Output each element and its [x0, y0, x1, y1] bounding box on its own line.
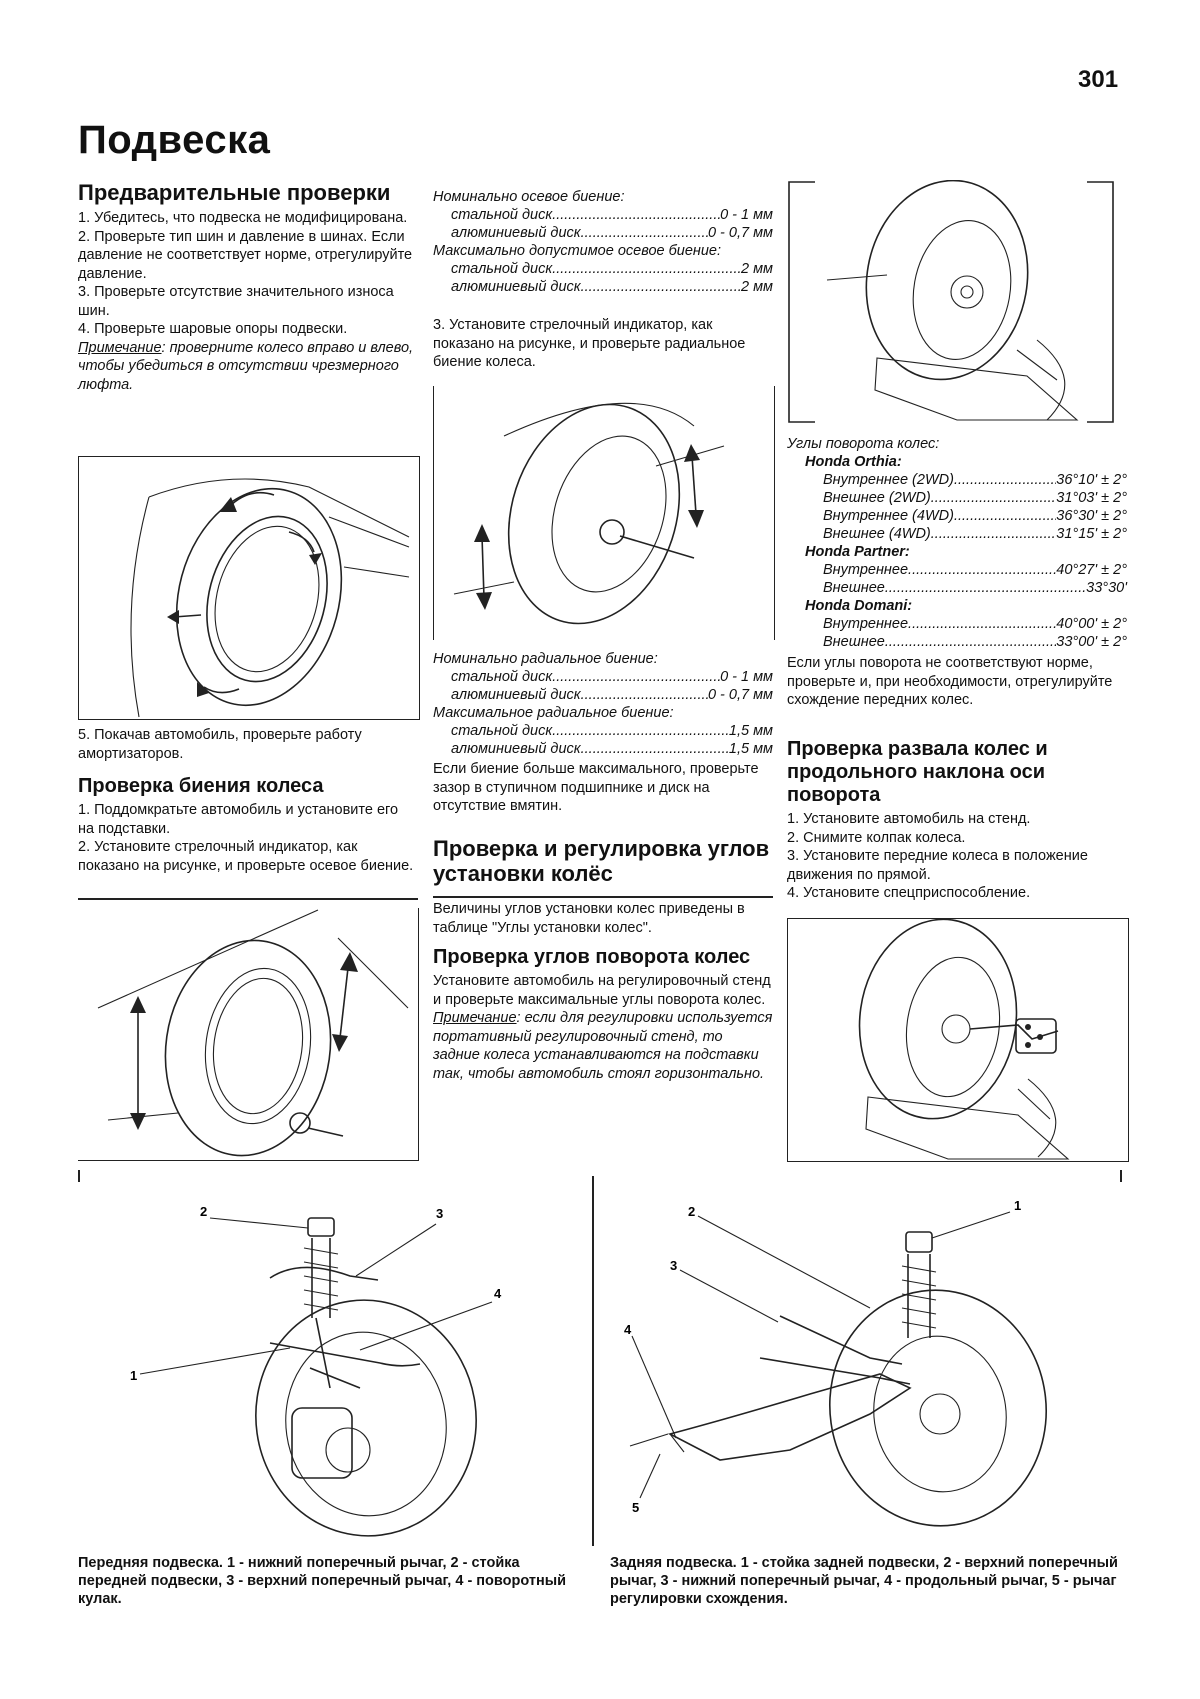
note-text: : если для регулировки используется порт…: [433, 1010, 773, 1082]
spec-row: стальной диск0 - 1 мм: [433, 668, 773, 686]
corner-mark: [78, 1170, 80, 1182]
front-suspension-illustration: 1 2 3 4: [130, 1204, 502, 1537]
note-key: Примечание: [433, 1010, 517, 1026]
page-number: 301: [1078, 66, 1119, 93]
step: 3. Установите передние колеса в положени…: [787, 848, 1088, 883]
figure-radial-runout: [433, 386, 775, 640]
figure-camber-gauge: [787, 918, 1129, 1162]
step: 4. Установите спецприспособление.: [787, 885, 1031, 901]
spec-row: стальной диск0 - 1 мм: [433, 206, 773, 224]
callout-3: 3: [670, 1258, 677, 1273]
figure-front-suspension: 1 2 3 4: [120, 1188, 590, 1544]
spec-row: Внутреннее (4WD)36°30' ± 2°: [787, 507, 1127, 525]
callout-3: 3: [436, 1206, 443, 1221]
section-preliminary-checks: Предварительные проверки 1. Убедитесь, ч…: [78, 180, 418, 394]
wheel-ball-joint-illustration: [130, 478, 410, 718]
spec-row: алюминиевый диск1,5 мм: [433, 740, 773, 758]
turning-angles-specs: Углы поворота колес: Honda Orthia: Внутр…: [787, 435, 1127, 651]
figure-ball-joint-check: [78, 456, 420, 720]
spec-row: стальной диск1,5 мм: [433, 722, 773, 740]
spec-row: Внутреннее40°27' ± 2°: [787, 561, 1127, 579]
alignment-intro: Величины углов установки колес приведены…: [433, 901, 745, 936]
step5: 5. Покачав автомобиль, проверьте работу …: [78, 727, 362, 762]
turntable-illustration: [788, 180, 1114, 423]
spec-row: Внешнее (4WD)31°15' ± 2°: [787, 525, 1127, 543]
radial-runout-specs: Номинально радиальное биение: стальной д…: [433, 650, 773, 758]
spec-row: Внешнее (2WD)31°03' ± 2°: [787, 489, 1127, 507]
spec-row: алюминиевый диск0 - 0,7 мм: [433, 686, 773, 704]
step: 2. Проверьте тип шин и давление в шинах.…: [78, 228, 413, 282]
spec-row: Внешнее33°00' ± 2°: [787, 633, 1127, 651]
spec-row: алюминиевый диск0 - 0,7 мм: [433, 224, 773, 242]
spec-row: стальной диск2 мм: [433, 260, 773, 278]
step3: 3. Установите стрелочный индикатор, как …: [433, 317, 746, 370]
spec-row: алюминиевый диск2 мм: [433, 278, 773, 296]
spec-row: Внутреннее40°00' ± 2°: [787, 615, 1127, 633]
note-key: Примечание: [78, 339, 162, 356]
section-steering-angles: Проверка углов поворота колес Установите…: [433, 946, 773, 1083]
spec-heading: Номинально осевое биение:: [433, 189, 625, 205]
axial-runout-illustration: [97, 909, 409, 1157]
corner-mark: [1120, 1170, 1122, 1182]
step: 2. Снимите колпак колеса.: [787, 829, 966, 846]
callout-1: 1: [1014, 1198, 1021, 1213]
model-name: Honda Domani:: [805, 598, 913, 614]
note: Примечание: если для регулировки использ…: [433, 1009, 773, 1083]
figure-axial-runout: [78, 908, 419, 1161]
section-wheel-runout: Проверка биения колеса 1. Поддомкратьте …: [78, 775, 418, 875]
model-name: Honda Partner:: [805, 544, 910, 560]
step: 1. Поддомкратьте автомобиль и установите…: [78, 802, 399, 837]
section-camber-caster: Проверка развала колес и продольного нак…: [787, 738, 1127, 903]
angles-text: Если углы поворота не соответствуют норм…: [787, 655, 1113, 708]
camber-gauge-illustration: [858, 919, 1070, 1160]
page-title: Подвеска: [78, 118, 271, 162]
divider: [433, 896, 773, 898]
spec-row: Внешнее33°30': [787, 579, 1127, 597]
heading-steering-angles: Проверка углов поворота колес: [433, 946, 751, 968]
step: 4. Проверьте шаровые опоры подвески.: [78, 321, 348, 337]
callout-1: 1: [130, 1368, 137, 1383]
spec-heading: Максимальное радиальное биение:: [433, 705, 674, 721]
steering-angles-text: Установите автомобиль на регулировочный …: [433, 973, 771, 1008]
heading-camber-caster: Проверка развала колес и продольного нак…: [787, 738, 1048, 806]
spec-heading: Углы поворота колес:: [787, 436, 940, 452]
callout-5: 5: [632, 1500, 639, 1515]
model-name: Honda Orthia:: [805, 454, 902, 470]
figure-turntable: [787, 180, 1127, 424]
figure-rear-suspension: 1 2 3 4 5: [610, 1188, 1120, 1544]
note: Примечание: проверните колесо вправо и в…: [78, 339, 418, 395]
radial-runout-illustration: [453, 402, 725, 625]
step: 3. Проверьте отсутствие значительного из…: [78, 284, 394, 319]
heading-alignment: Проверка и регулировка углов установки к…: [433, 836, 770, 886]
spec-heading: Максимально допустимое осевое биение:: [433, 243, 722, 259]
section-alignment: Проверка и регулировка углов установки к…: [433, 836, 773, 937]
step: 1. Установите автомобиль на стенд.: [787, 811, 1031, 827]
spec-row: Внутреннее (2WD)36°10' ± 2°: [787, 471, 1127, 489]
rear-suspension-illustration: 1 2 3 4 5: [624, 1198, 1048, 1527]
note-text: : проверните колесо вправо и влево, чтоб…: [78, 339, 414, 393]
callout-2: 2: [200, 1204, 207, 1219]
step: 1. Убедитесь, что подвеска не модифициро…: [78, 210, 408, 226]
divider: [78, 898, 418, 900]
callout-2: 2: [688, 1204, 695, 1219]
heading-wheel-runout: Проверка биения колеса: [78, 775, 324, 797]
figure-separator: [592, 1176, 594, 1546]
rear-suspension-caption: Задняя подвеска. 1 - стойка задней подве…: [610, 1555, 1118, 1607]
callout-4: 4: [494, 1286, 502, 1301]
spec-heading: Номинально радиальное биение:: [433, 651, 658, 667]
step: 2. Установите стрелочный индикатор, как …: [78, 839, 414, 874]
axial-runout-specs: Номинально осевое биение: стальной диск0…: [433, 188, 773, 296]
front-suspension-caption: Передняя подвеска. 1 - нижний поперечный…: [78, 1555, 567, 1607]
callout-4: 4: [624, 1322, 632, 1337]
runout-text: Если биение больше максимального, провер…: [433, 761, 759, 814]
heading-preliminary-checks: Предварительные проверки: [78, 180, 391, 205]
